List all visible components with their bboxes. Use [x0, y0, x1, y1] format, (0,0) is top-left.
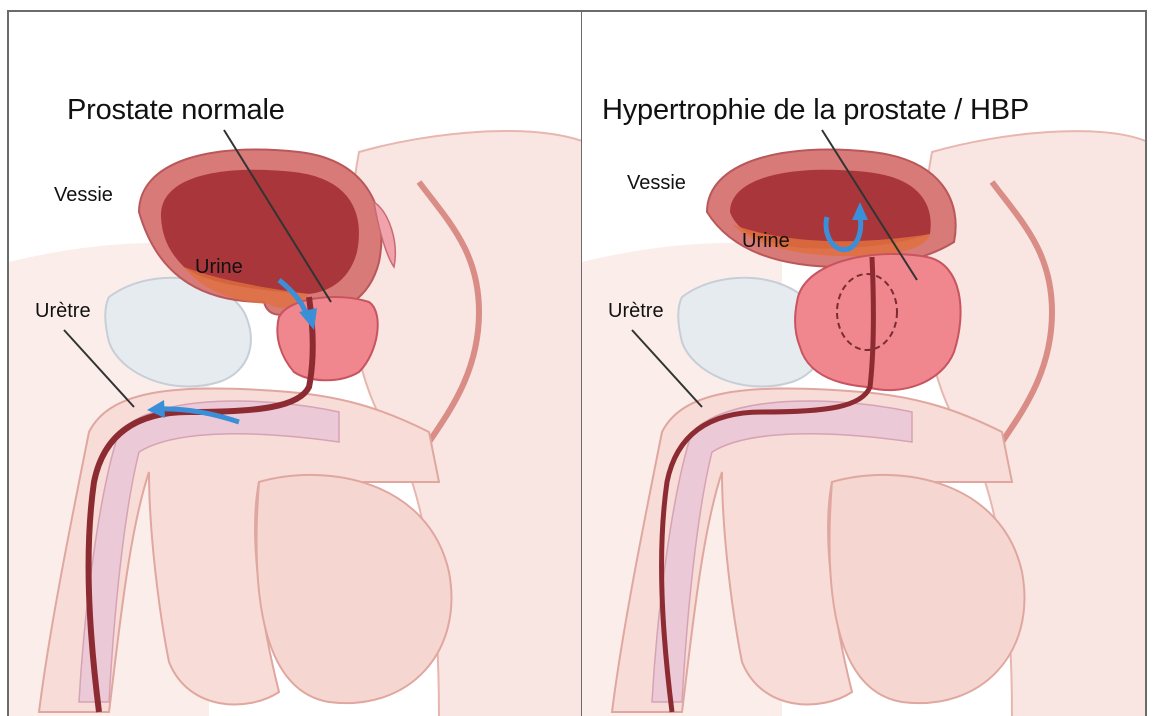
label-urethra-normal: Urètre: [35, 300, 91, 323]
enlarged-prostate: [795, 254, 961, 390]
panel-normal-prostate: Prostate normale Vessie Urine Urètre: [7, 10, 583, 716]
label-urethra-bph: Urètre: [608, 300, 664, 323]
panel-title-normal: Prostate normale: [67, 94, 285, 127]
panel-bph: Hypertrophie de la prostate / HBP Vessie…: [581, 10, 1147, 716]
label-bladder-bph: Vessie: [627, 172, 686, 195]
label-bladder-normal: Vessie: [54, 184, 113, 207]
label-urine-normal: Urine: [195, 256, 243, 279]
panel-title-bph: Hypertrophie de la prostate / HBP: [602, 94, 1029, 127]
label-urine-bph: Urine: [742, 230, 790, 253]
prostate: [277, 297, 377, 380]
